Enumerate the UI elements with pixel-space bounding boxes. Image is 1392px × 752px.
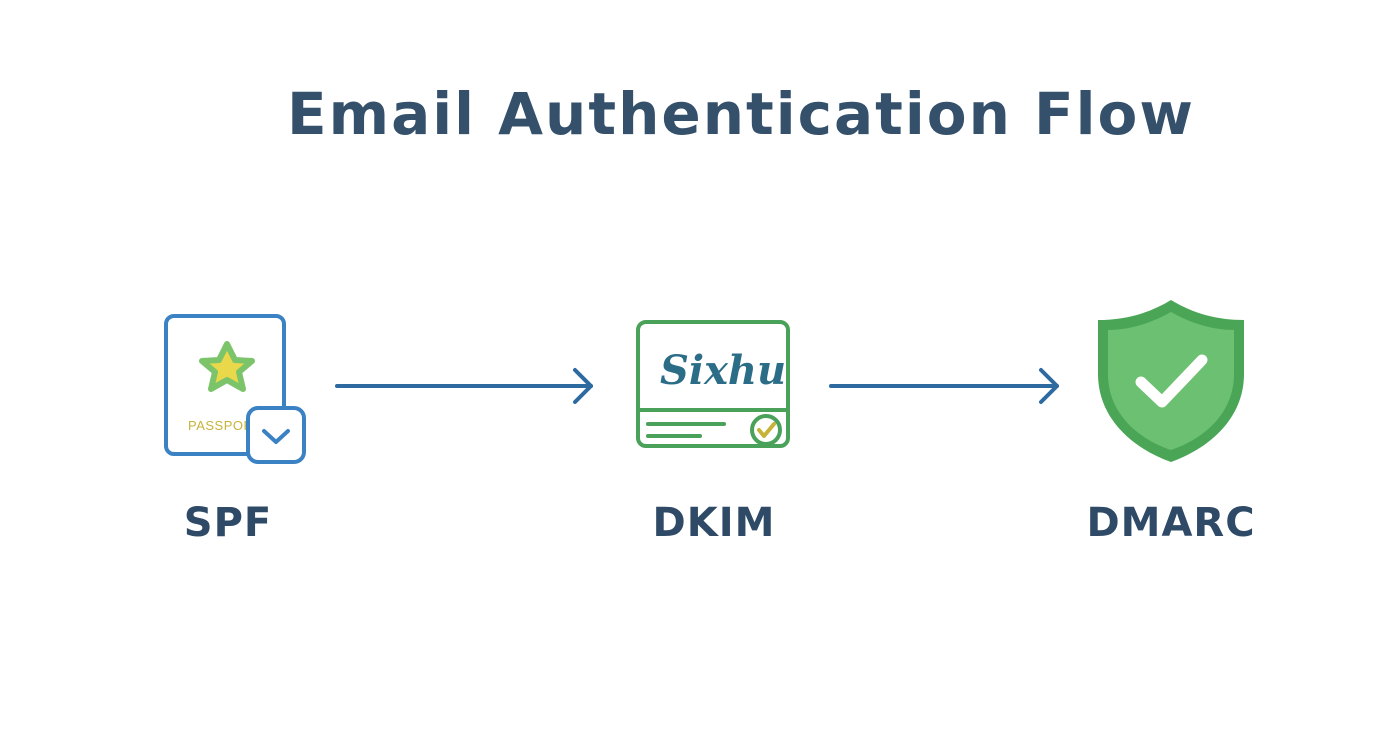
checkmark-icon <box>1135 354 1208 408</box>
dkim-label: DKIM <box>652 500 776 546</box>
passport-text: PASSPORT <box>188 418 262 433</box>
passport-icon: PASSPORT <box>164 314 306 464</box>
shield-check-icon <box>1098 300 1244 462</box>
spf-label: SPF <box>183 500 273 546</box>
dkim-node: Sixhu <box>634 318 794 452</box>
chevron-down-icon <box>262 429 290 444</box>
check-icon <box>757 422 776 438</box>
diagram-title: Email Authentication Flow <box>287 80 1195 148</box>
star-icon <box>199 341 255 392</box>
arrow-spf-to-dkim <box>335 365 600 407</box>
spf-node: PASSPORT <box>160 310 310 470</box>
signature-certificate-icon: Sixhu <box>636 320 790 448</box>
dmarc-label: DMARC <box>1086 500 1256 546</box>
signature-text: Sixhu <box>660 347 786 394</box>
seal-icon <box>750 414 782 446</box>
arrow-dkim-to-dmarc <box>829 365 1064 407</box>
dmarc-node <box>1094 296 1248 466</box>
